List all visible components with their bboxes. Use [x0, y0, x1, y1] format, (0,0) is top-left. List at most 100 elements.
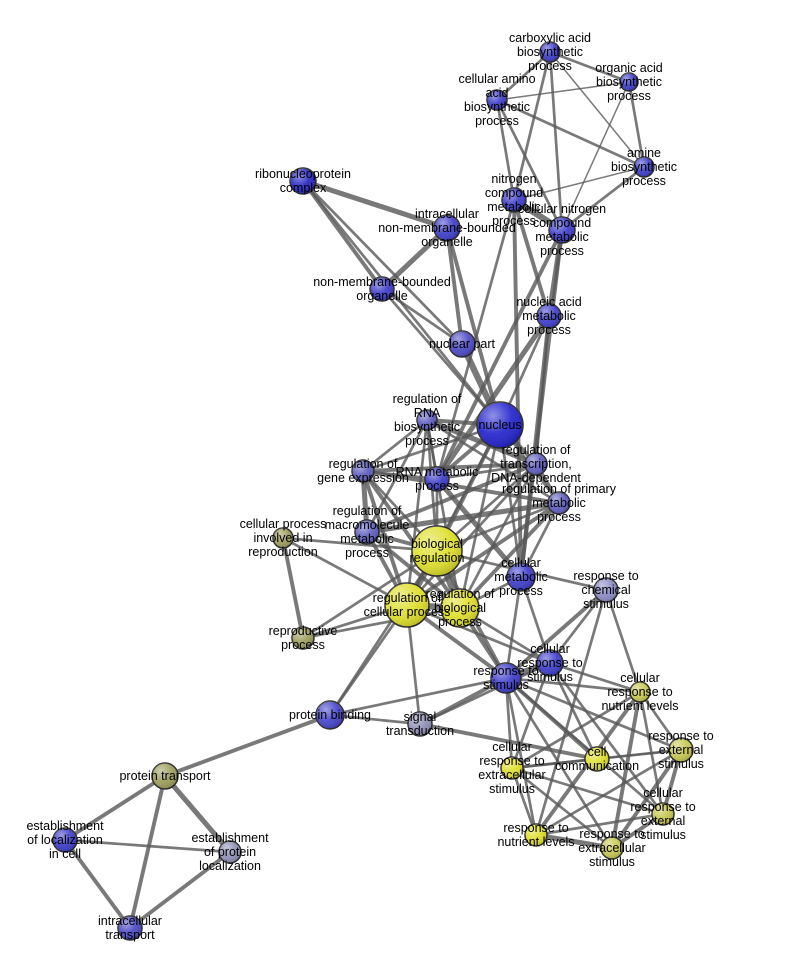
graph-edge-n27-n31[interactable]: [504, 676, 683, 752]
graph-edge-n21-n24[interactable]: [281, 536, 409, 607]
graph-edge-n13-n22[interactable]: [425, 418, 462, 610]
graph-node-n24[interactable]: [272, 527, 294, 549]
graph-edge-n8-n12[interactable]: [445, 226, 502, 427]
graph-node-n15[interactable]: [351, 459, 375, 483]
graph-node-n13[interactable]: [416, 409, 438, 431]
graph-edge-n8-n9[interactable]: [379, 225, 450, 292]
graph-node-n1[interactable]: [539, 41, 561, 63]
graph-edge-n17-n18[interactable]: [364, 500, 562, 535]
graph-edge-n35-n38[interactable]: [534, 812, 665, 837]
graph-edge-n23-n38[interactable]: [534, 588, 608, 837]
graph-edge-n5-n8[interactable]: [300, 178, 450, 231]
graph-node-n4[interactable]: [633, 156, 655, 178]
graph-node-n39[interactable]: [600, 836, 624, 860]
graph-edge-n6-n10[interactable]: [512, 198, 551, 318]
graph-node-n33[interactable]: [500, 756, 524, 780]
graph-edge-n8-n11[interactable]: [445, 226, 464, 346]
graph-edge-n1-n2[interactable]: [548, 50, 631, 84]
graph-edge-n22-n25[interactable]: [301, 606, 462, 640]
graph-edge-n28-n33[interactable]: [510, 690, 642, 770]
graph-edge-n1-n7[interactable]: [548, 50, 564, 232]
graph-edge-n13-n17[interactable]: [425, 418, 561, 505]
graph-node-n37[interactable]: [218, 840, 242, 864]
graph-node-n17[interactable]: [547, 491, 571, 515]
graph-node-n34[interactable]: [151, 762, 179, 790]
graph-edge-n26-n28[interactable]: [548, 661, 642, 694]
graph-edge-n3-n6[interactable]: [495, 98, 516, 202]
graph-edge-n27-n38[interactable]: [504, 676, 538, 837]
graph-node-n32[interactable]: [584, 746, 610, 772]
graph-edge-n27-n35[interactable]: [504, 676, 665, 816]
graph-edge-n14-n22[interactable]: [458, 462, 538, 610]
graph-node-n27[interactable]: [490, 662, 522, 694]
graph-edge-n17-n21[interactable]: [405, 501, 561, 607]
graph-edge-n36-n40[interactable]: [63, 838, 132, 930]
graph-node-n30[interactable]: [315, 700, 345, 730]
graph-edge-n24-n25[interactable]: [281, 536, 305, 640]
graph-node-n38[interactable]: [524, 823, 548, 847]
graph-edge-n34-n36[interactable]: [63, 774, 167, 842]
graph-node-n28[interactable]: [629, 681, 651, 703]
graph-edge-n15-n22[interactable]: [361, 469, 462, 610]
graph-node-n20[interactable]: [506, 562, 536, 592]
graph-edge-n3-n4[interactable]: [495, 98, 646, 169]
graph-edge-n29-n32[interactable]: [418, 722, 599, 761]
graph-node-n6[interactable]: [501, 187, 527, 213]
graph-edge-n33-n35[interactable]: [510, 766, 665, 816]
graph-edge-n31-n39[interactable]: [610, 748, 683, 850]
graph-edge-n19-n24[interactable]: [281, 536, 439, 553]
graph-edge-n23-n28[interactable]: [604, 588, 642, 694]
graph-edge-n13-n15[interactable]: [361, 418, 429, 473]
graph-node-n21[interactable]: [384, 582, 430, 628]
graph-node-n3[interactable]: [486, 89, 508, 111]
graph-edge-n2-n3[interactable]: [496, 81, 630, 101]
graph-edge-n36-n37[interactable]: [63, 838, 232, 854]
graph-edge-n34-n37[interactable]: [162, 773, 233, 855]
graph-node-n8[interactable]: [433, 214, 461, 242]
graph-node-n12[interactable]: [476, 401, 524, 449]
graph-node-n10[interactable]: [536, 303, 562, 329]
graph-edge-n17-n22[interactable]: [458, 501, 561, 610]
graph-edge-n31-n38[interactable]: [534, 748, 683, 837]
graph-edge-n1-n4[interactable]: [549, 51, 645, 168]
graph-edge-n23-n26[interactable]: [548, 588, 608, 665]
graph-node-n23[interactable]: [593, 577, 619, 603]
graph-edge-n27-n29[interactable]: [418, 676, 508, 726]
graph-node-n19[interactable]: [411, 525, 463, 577]
graph-edge-n2-n4[interactable]: [627, 80, 646, 169]
graph-edge-n18-n22[interactable]: [365, 530, 462, 610]
graph-edge-n9-n11[interactable]: [380, 287, 464, 346]
graph-edge-n20-n27[interactable]: [504, 575, 523, 680]
graph-edge-n37-n40[interactable]: [128, 850, 232, 930]
graph-edge-n3-n7[interactable]: [495, 98, 564, 232]
graph-node-n31[interactable]: [668, 737, 694, 763]
graph-edge-n27-n30[interactable]: [328, 676, 508, 717]
graph-node-n9[interactable]: [369, 276, 395, 302]
graph-node-n40[interactable]: [117, 915, 143, 941]
graph-node-n18[interactable]: [354, 519, 380, 545]
graph-edge-n4-n6[interactable]: [513, 166, 645, 201]
graph-edge-n33-n39[interactable]: [510, 766, 614, 850]
graph-edge-n2-n7[interactable]: [561, 81, 630, 231]
graph-edge-n23-n27[interactable]: [504, 588, 608, 680]
graph-node-n5[interactable]: [289, 167, 317, 195]
graph-node-n26[interactable]: [536, 649, 564, 677]
graph-node-n14[interactable]: [524, 452, 548, 476]
graph-edge-n9-n12[interactable]: [380, 287, 502, 427]
graph-edge-n15-n17[interactable]: [361, 469, 561, 505]
graph-edge-n34-n40[interactable]: [128, 774, 167, 930]
graph-node-n16[interactable]: [424, 466, 450, 492]
graph-edge-n14-n16[interactable]: [435, 462, 538, 481]
graph-edge-n7-n16[interactable]: [435, 228, 564, 481]
graph-edge-n4-n7[interactable]: [560, 165, 646, 232]
graph-edge-n26-n33[interactable]: [510, 661, 552, 770]
graph-edge-n10-n14[interactable]: [534, 314, 551, 466]
graph-edge-n33-n38[interactable]: [510, 766, 538, 837]
graph-edge-n30-n34[interactable]: [163, 713, 332, 778]
graph-node-n7[interactable]: [548, 216, 576, 244]
graph-edge-n5-n11[interactable]: [301, 179, 464, 346]
graph-edge-n14-n15[interactable]: [361, 462, 538, 473]
graph-edge-n27-n28[interactable]: [504, 676, 642, 694]
graph-edge-n13-n14[interactable]: [424, 417, 539, 467]
graph-node-n2[interactable]: [619, 72, 639, 92]
